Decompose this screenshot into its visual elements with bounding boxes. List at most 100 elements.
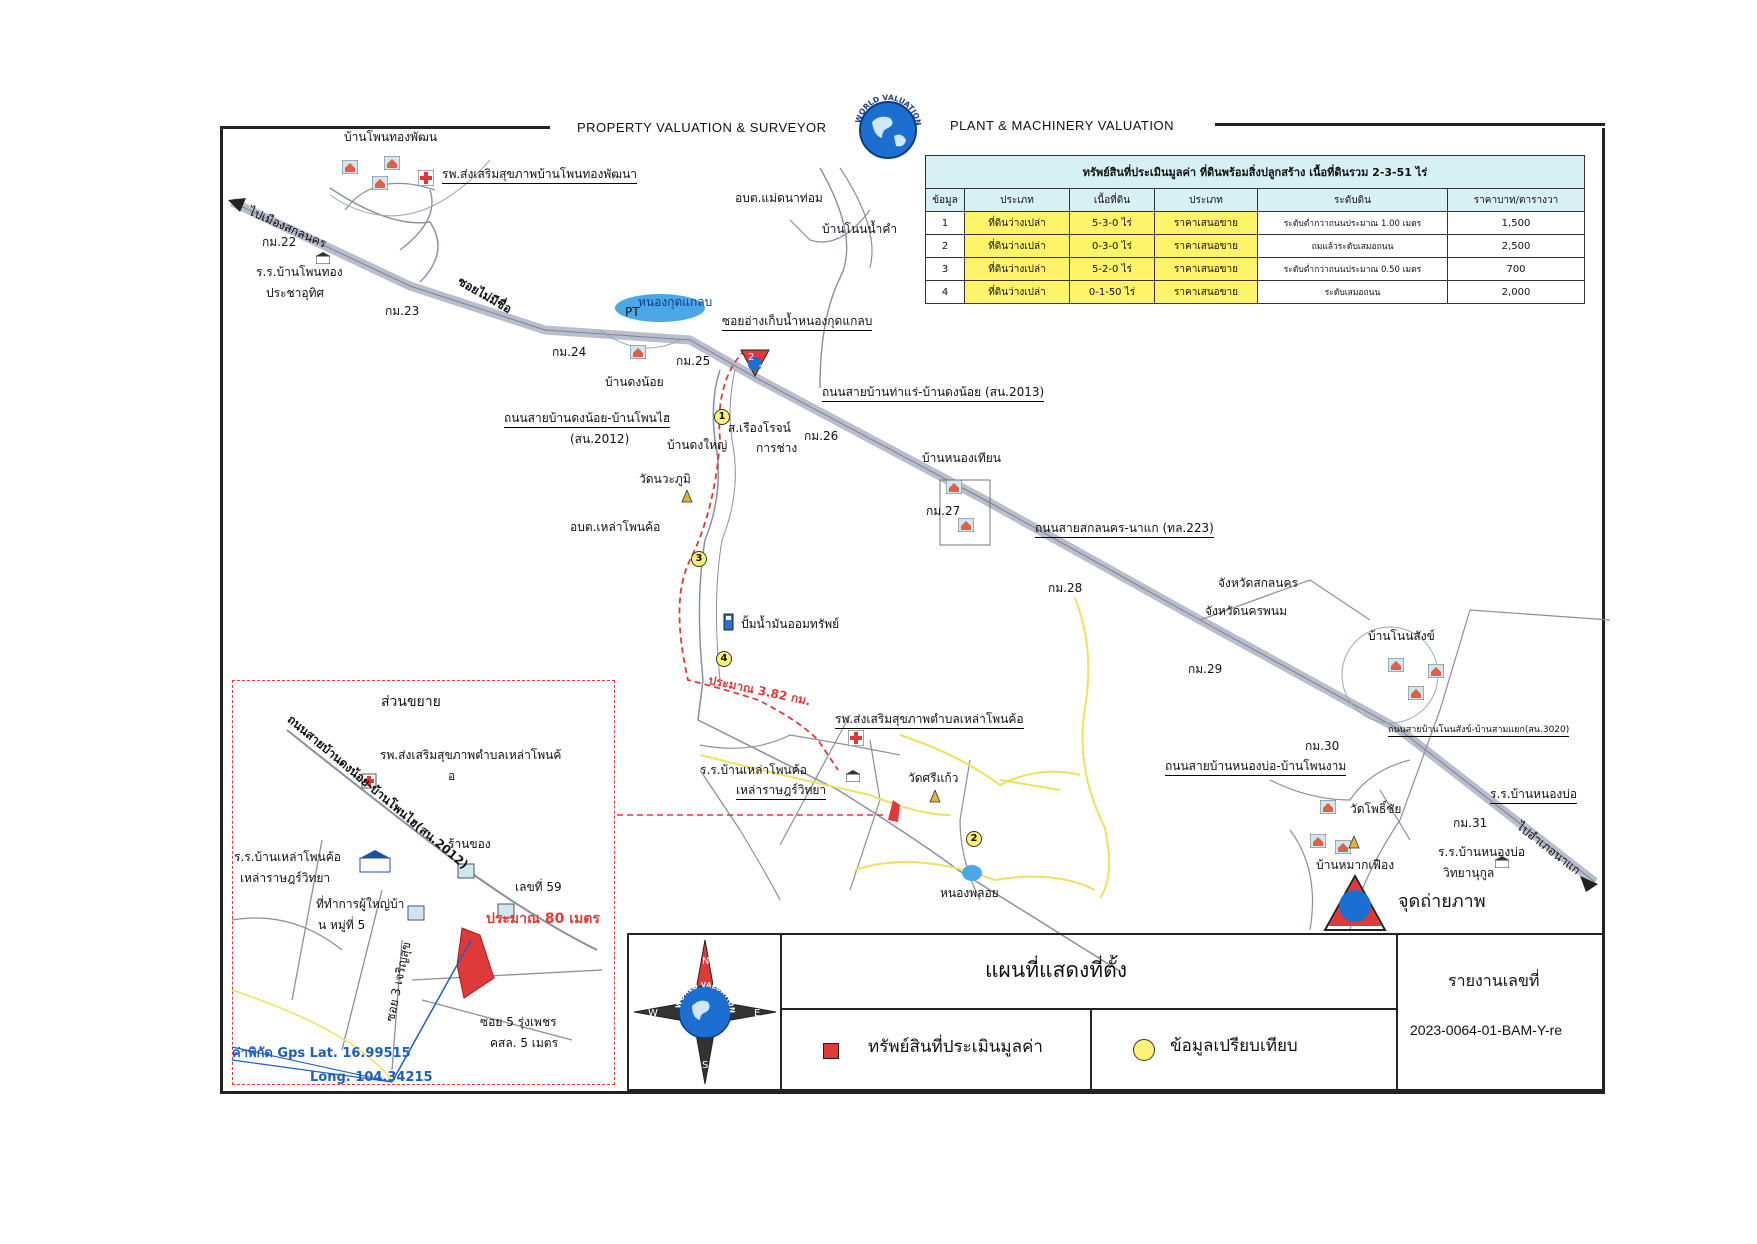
school-nongbo-label-2b: วิทยานุกูล bbox=[1443, 866, 1495, 880]
inset-distance-label: ประมาณ 80 เมตร bbox=[486, 911, 600, 927]
table-cell: 2,500 bbox=[1447, 234, 1585, 258]
inset-title: ส่วนขยาย bbox=[381, 694, 441, 710]
table-cell: 2,000 bbox=[1447, 280, 1585, 304]
table-header: ระดับดิน bbox=[1257, 188, 1448, 212]
valuation-table: ทรัพย์สินที่ประเมินมูลค่า ที่ดินพร้อมสิ่… bbox=[925, 155, 1585, 304]
school-nongbo-label: ร.ร.บ้านหนองบ่อ bbox=[1490, 787, 1578, 804]
header-rule-left bbox=[220, 126, 550, 129]
report-cell bbox=[1396, 933, 1605, 1091]
hospital-icon bbox=[418, 170, 434, 186]
subject-legend-swatch bbox=[823, 1043, 839, 1059]
hospital-icon bbox=[848, 730, 864, 746]
table-cell: ราคาเสนอขาย bbox=[1154, 211, 1258, 235]
world-valuation-logo: WORLD VALUATION bbox=[853, 93, 923, 159]
table-cell: 3 bbox=[925, 257, 965, 281]
compass-w-text: W bbox=[648, 1008, 658, 1019]
km27-label: กม.27 bbox=[926, 504, 961, 518]
subject-parcel-inset bbox=[456, 927, 495, 999]
map-title: แผนที่แสดงที่ตั้ง bbox=[985, 958, 1128, 982]
comparable-marker-4: 4 bbox=[716, 651, 732, 667]
school-mid-label-2: เหล่าราษฎร์วิทยา bbox=[736, 783, 827, 800]
wat-waka-label: วัดนวะภูมิ bbox=[639, 472, 691, 486]
temple-icon bbox=[929, 790, 941, 803]
table-row: 4 ที่ดินว่างเปล่า 0-1-50 ไร่ ราคาเสนอขาย… bbox=[925, 280, 1585, 304]
ban-nong-tian-label: บ้านหนองเทียน bbox=[922, 451, 1001, 465]
compass-e-text: E bbox=[754, 1008, 760, 1019]
temple-icon bbox=[681, 490, 693, 503]
prov-sakon-label: จังหวัดสกลนคร bbox=[1218, 576, 1298, 590]
subject-parcel-main bbox=[888, 800, 900, 822]
ban-non-nam-kham-label: บ้านโนนน้ำคำ bbox=[822, 222, 898, 236]
table-cell: 0-3-0 ไร่ bbox=[1069, 234, 1155, 258]
garage-label-2: การช่าง bbox=[756, 441, 798, 455]
table-cell: ที่ดินว่างเปล่า bbox=[964, 234, 1070, 258]
header-rule-right bbox=[1215, 123, 1605, 126]
nong-ploi-label: หนองพลอย bbox=[940, 886, 999, 900]
table-cell: ที่ดินว่างเปล่า bbox=[964, 211, 1070, 235]
house-icon bbox=[1320, 800, 1336, 814]
table-cell: 5-3-0 ไร่ bbox=[1069, 211, 1155, 235]
arrow-to-nakae bbox=[1580, 876, 1598, 892]
arrow-to-sakon bbox=[228, 198, 246, 212]
photo-marker-1-2: 2 1 bbox=[740, 349, 770, 378]
compass-rose-icon: WORLD VALUATION N S W E bbox=[633, 939, 777, 1085]
table-header: ข้อมูล bbox=[925, 188, 965, 212]
table-cell: 0-1-50 ไร่ bbox=[1069, 280, 1155, 304]
house-icon bbox=[1388, 658, 1404, 672]
km29-label: กม.29 bbox=[1188, 662, 1223, 676]
road-3020-label: ถนนสายบ้านโนนสังข์-บ้านสามแยก(สน.3020) bbox=[1388, 725, 1570, 738]
km25-label: กม.25 bbox=[676, 354, 711, 368]
map-frame bbox=[220, 128, 1605, 1094]
comparable-marker-3: 3 bbox=[691, 551, 707, 567]
inset-soi5-label: ซอย 5 รุ่งเพชร bbox=[480, 1015, 557, 1029]
photo-point-label: จุดถ่ายภาพ bbox=[1398, 891, 1486, 912]
ban-non-sang-label: บ้านโนนสังข์ bbox=[1368, 629, 1435, 643]
svg-text:1: 1 bbox=[758, 364, 764, 375]
table-row: 1 ที่ดินว่างเปล่า 5-3-0 ไร่ ราคาเสนอขาย … bbox=[925, 211, 1585, 235]
inset-school-label-1: ร.ร.บ้านเหล่าโพนค้อ bbox=[234, 850, 341, 864]
km24-label: กม.24 bbox=[552, 345, 587, 359]
house-icon bbox=[630, 345, 646, 359]
gas-station-label: ปั้มน้ำมันออมทรัพย์ bbox=[741, 617, 840, 631]
inset-school-icon bbox=[359, 850, 391, 873]
table-cell: ระดับเสมอถนน bbox=[1257, 280, 1448, 304]
km22-label: กม.22 bbox=[262, 235, 297, 249]
report-number: 2023-0064-01-BAM-Y-re bbox=[1410, 1022, 1563, 1038]
school-top-label-1: ร.ร.บ้านโพนทอง bbox=[256, 265, 343, 279]
school-icon bbox=[1495, 856, 1509, 868]
pond-nong-ploi bbox=[962, 865, 982, 881]
table-row: 3 ที่ดินว่างเปล่า 5-2-0 ไร่ ราคาเสนอขาย … bbox=[925, 257, 1585, 281]
road-nong-bo-label: ถนนสายบ้านหนองบ่อ-บ้านโพนงาม bbox=[1165, 759, 1347, 776]
wat-pho-label: วัดโพธิ์ชัย bbox=[1350, 802, 1402, 816]
house-icon bbox=[342, 160, 358, 174]
inset-frame bbox=[232, 680, 615, 1085]
table-header: เนื้อที่ดิน bbox=[1069, 188, 1155, 212]
photo-point-legend-icon bbox=[1323, 873, 1387, 931]
table-cell: 4 bbox=[925, 280, 965, 304]
table-cell: 700 bbox=[1447, 257, 1585, 281]
km26-label: กม.26 bbox=[804, 429, 839, 443]
header-left-text: PROPERTY VALUATION & SURVEYOR bbox=[577, 120, 827, 135]
hospital-top-label: รพ.ส่งเสริมสุขภาพบ้านโพนทองพัฒนา bbox=[442, 167, 638, 184]
table-cell: ราคาเสนอขาย bbox=[1154, 280, 1258, 304]
pt-label: PT bbox=[625, 305, 640, 319]
table-cell: 2 bbox=[925, 234, 965, 258]
house-icon bbox=[1310, 834, 1326, 848]
ban-mak-label: บ้านหมากเฟือง bbox=[1316, 858, 1395, 872]
house-icon bbox=[384, 156, 400, 170]
km31-label: กม.31 bbox=[1453, 816, 1488, 830]
village-top-label: บ้านโพนทองพัฒน bbox=[344, 130, 438, 144]
comparable-marker-2: 2 bbox=[966, 831, 982, 847]
compass-s-text: S bbox=[702, 1060, 708, 1071]
inset-road-width-label: คสล. 5 เมตร bbox=[490, 1036, 559, 1050]
gas-station-icon bbox=[723, 613, 734, 631]
dashed-route bbox=[678, 349, 839, 771]
school-top-label-2: ประชาอุทิศ bbox=[266, 286, 325, 300]
house-icon bbox=[372, 176, 388, 190]
house-icon bbox=[1408, 686, 1424, 700]
province-border bbox=[1074, 597, 1110, 899]
inset-hospital-label-2: อ bbox=[448, 769, 456, 783]
pond-kud-klaeb bbox=[615, 294, 705, 322]
house-icon bbox=[1335, 840, 1351, 854]
